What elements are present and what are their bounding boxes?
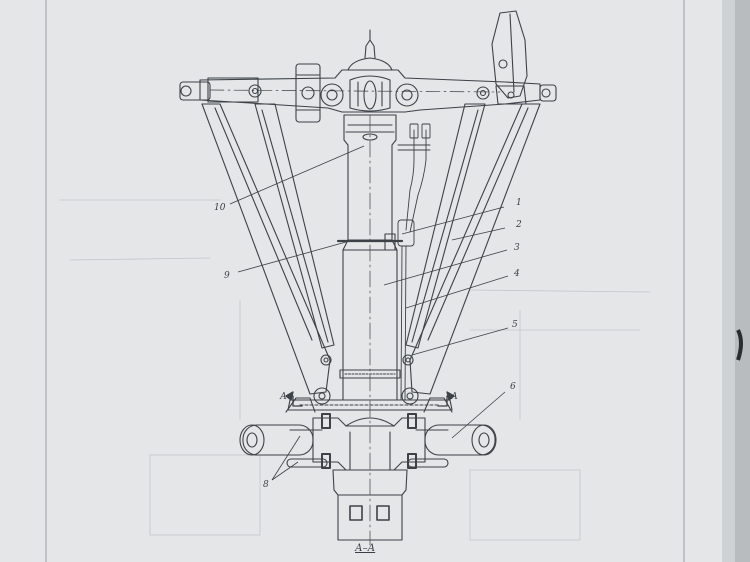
callout-4: 4 <box>514 269 520 279</box>
callout-1: 1 <box>516 198 522 208</box>
callout-leader-lines <box>229 145 509 481</box>
left-side-strut <box>201 103 335 405</box>
upper-hub <box>320 29 419 112</box>
hydraulic-lines <box>397 123 431 401</box>
callout-5: 5 <box>512 320 518 330</box>
show-through-ghost-lines <box>60 199 651 541</box>
callout-6: 6 <box>510 382 516 392</box>
landing-gear-assembly <box>179 10 557 546</box>
section-marker-left: А <box>280 392 287 402</box>
right-side-strut <box>401 103 541 405</box>
callout-10: 10 <box>214 203 226 213</box>
section-caption: А–А <box>355 543 376 554</box>
callout-9: 9 <box>224 271 230 281</box>
top-cross-beam <box>179 69 557 113</box>
callout-8: 8 <box>263 480 269 490</box>
right-fork-bracket <box>491 10 528 105</box>
callout-3: 3 <box>514 243 520 253</box>
beam-collar <box>295 63 321 123</box>
lower-axle-assembly <box>239 397 497 471</box>
section-marker-right: А <box>451 392 458 402</box>
callout-2: 2 <box>516 220 522 230</box>
section-cut-marks <box>285 391 455 407</box>
lower-piston-stub <box>332 469 408 541</box>
